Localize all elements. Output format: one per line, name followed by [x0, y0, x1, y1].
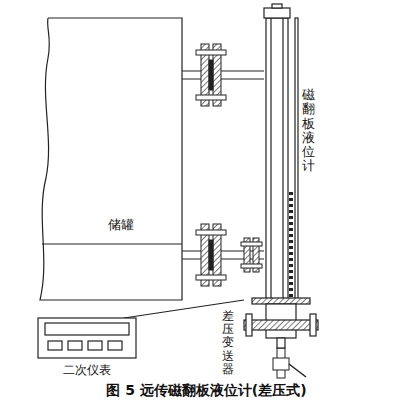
pipe-bore	[182, 252, 264, 259]
flip-plate	[289, 288, 293, 291]
indicator-rod	[295, 18, 298, 302]
node-label: 差压变送器	[222, 310, 234, 376]
drain-valve	[273, 348, 306, 378]
secondary-instrument: 二次仪表	[38, 318, 136, 358]
node-label: 储罐	[108, 216, 134, 234]
node-label: 磁翻板液位计	[302, 88, 315, 174]
bolt	[241, 242, 262, 246]
bolt	[241, 264, 262, 268]
flip-plate	[289, 204, 293, 207]
flip-plate	[289, 240, 293, 243]
tank-outline	[40, 18, 182, 300]
gauge-tube	[266, 18, 288, 302]
cap-nut	[272, 4, 282, 8]
level-gauge: 磁翻板液位计	[264, 4, 304, 302]
flip-plate	[289, 276, 293, 279]
push-button	[48, 341, 62, 350]
flip-plate	[289, 216, 293, 219]
shape-outline	[38, 318, 136, 358]
dp-transmitter: 差压变送器	[244, 298, 318, 348]
bolt	[246, 314, 252, 336]
bolt	[310, 314, 316, 336]
pipe-bore	[182, 72, 264, 79]
flip-plate	[289, 270, 293, 273]
tank-line	[42, 243, 182, 244]
bolt	[196, 50, 226, 55]
pipe	[182, 75, 264, 76]
pipe-wall	[182, 251, 264, 260]
shape-outline	[244, 298, 318, 348]
push-button	[108, 341, 122, 350]
push-button	[88, 341, 102, 350]
flip-plate	[289, 258, 293, 261]
nozzle	[277, 338, 285, 348]
gasket	[209, 240, 213, 270]
node-label: 二次仪表	[38, 362, 136, 379]
flip-plate	[289, 264, 293, 267]
shape-outline	[264, 4, 304, 302]
lower-flange	[196, 224, 262, 286]
display-window	[45, 323, 129, 335]
pipe	[182, 255, 264, 256]
flange-plate	[244, 320, 318, 330]
bolt	[196, 275, 226, 280]
tube-wall	[270, 18, 271, 302]
shape-outline	[40, 18, 182, 300]
push-button	[68, 341, 82, 350]
figure-caption: 图 5 远传磁翻板液位计(差压式)	[0, 382, 413, 400]
upper-flange	[196, 44, 226, 106]
pipe-wall	[182, 71, 264, 80]
gauge-cap	[264, 8, 290, 18]
gasket	[209, 60, 213, 90]
flip-plate	[289, 228, 293, 231]
bolt	[196, 95, 226, 100]
valve-body	[273, 358, 289, 370]
valve-handle	[289, 364, 306, 377]
flip-plate	[289, 294, 293, 297]
flip-plate	[289, 234, 293, 237]
instrument-case	[38, 318, 136, 358]
tank: 储罐	[40, 18, 182, 300]
flange-plate	[252, 298, 310, 304]
flip-plate	[289, 210, 293, 213]
flip-plate	[289, 192, 293, 195]
flip-plate	[289, 252, 293, 255]
flip-plate	[289, 198, 293, 201]
bolt	[196, 230, 226, 235]
tube-wall	[282, 18, 283, 302]
flip-plate	[289, 282, 293, 285]
flip-plate	[289, 246, 293, 249]
flip-plate	[289, 222, 293, 225]
